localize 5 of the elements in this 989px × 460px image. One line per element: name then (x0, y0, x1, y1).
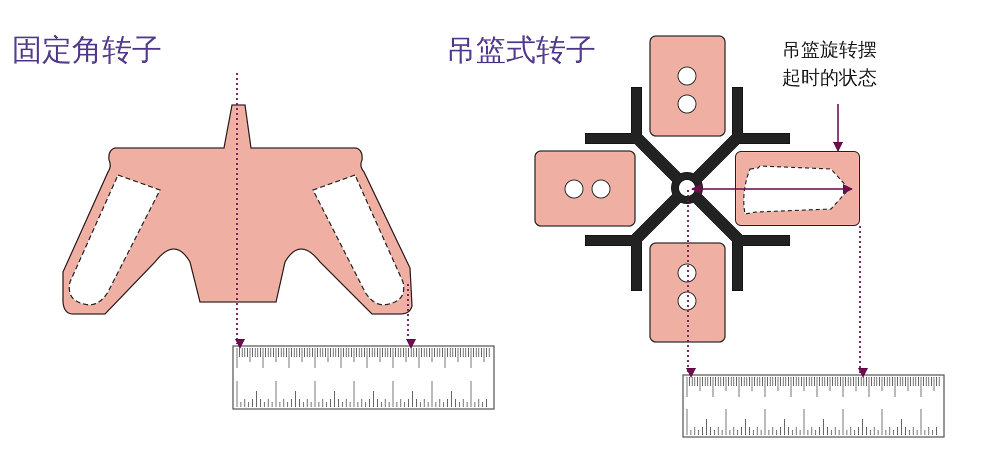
rotor-title: 吊篮式转子 (446, 36, 596, 66)
leader-line (833, 104, 843, 152)
swung-bucket (735, 151, 860, 226)
rotor-title: 固定角转子 (12, 36, 162, 66)
callout-text: 吊篮旋转摆起时的状态 (782, 36, 881, 92)
